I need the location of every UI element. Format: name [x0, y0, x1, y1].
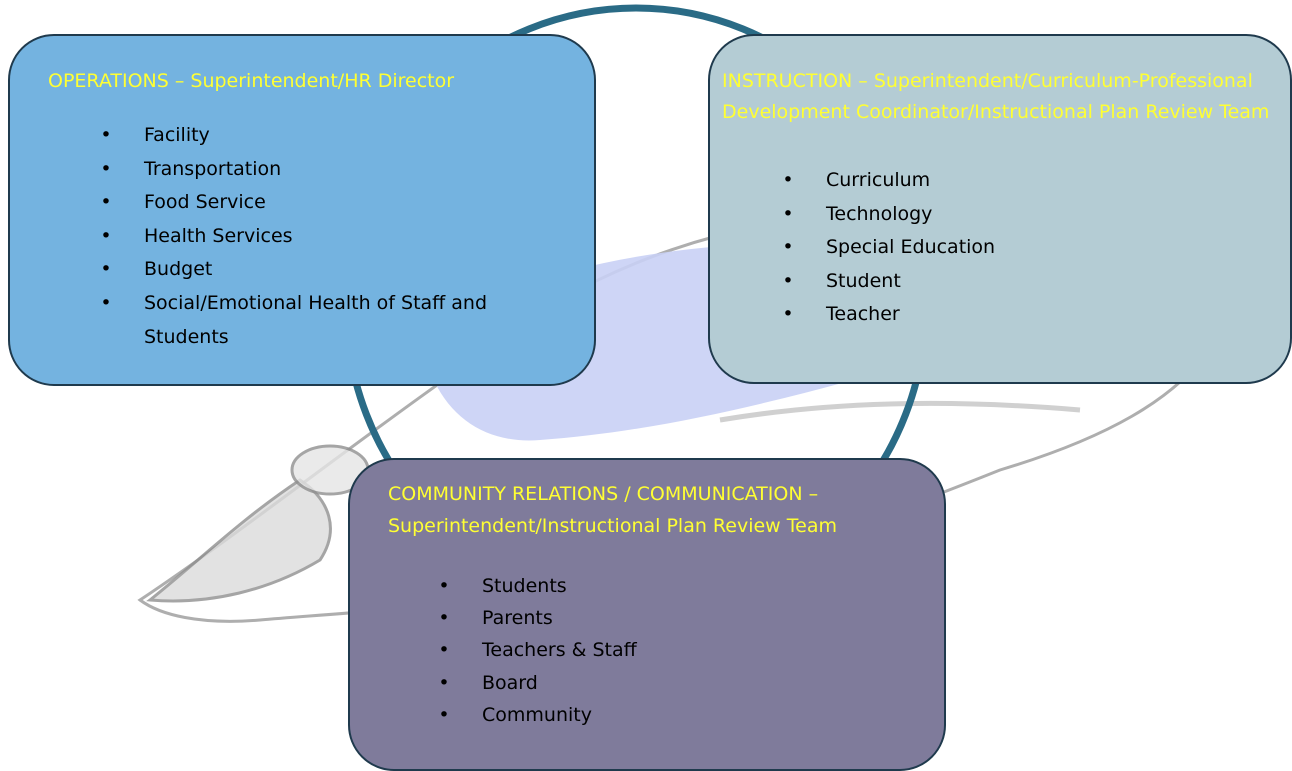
bullet-icon: • [100, 258, 112, 281]
list-item: • Curriculum [782, 164, 1270, 198]
list-item: • Transportation [100, 153, 564, 187]
operations-box: OPERATIONS – Superintendent/HR Director … [8, 34, 596, 386]
list-item: • Technology [782, 198, 1270, 232]
community-list: • Students • Parents • Teachers & Staff • Bo… [438, 570, 924, 731]
bullet-icon: • [100, 157, 112, 180]
list-item-label: Curriculum [826, 169, 931, 191]
instruction-list: • Curriculum • Technology • Special Educati… [782, 164, 1270, 332]
list-item: • Special Education [782, 231, 1270, 265]
bullet-icon: • [438, 639, 450, 662]
bird-beak [146, 478, 332, 603]
list-item: • Facility [100, 119, 564, 153]
list-item-label: Food Service [144, 191, 266, 214]
list-item-label: Transportation [144, 157, 282, 180]
list-item: • Students [438, 570, 924, 602]
list-item: • Social/Emotional Health of Staff and St… [100, 287, 564, 354]
list-item: • Parents [438, 602, 924, 634]
list-item: • Budget [100, 253, 564, 287]
bullet-icon: • [100, 124, 112, 146]
instruction-title: INSTRUCTION – Superintendent/Curriculum-… [722, 70, 1270, 123]
list-item-label: Social/Emotional Health of Staff and Stu… [144, 291, 488, 348]
bullet-icon: • [782, 303, 794, 326]
bullet-icon: • [100, 291, 112, 314]
bullet-icon: • [100, 191, 112, 214]
bullet-icon: • [782, 236, 794, 259]
list-item: • Food Service [100, 186, 564, 220]
bullet-icon: • [782, 169, 794, 191]
bullet-icon: • [100, 224, 112, 247]
list-item: • Teacher [782, 298, 1270, 332]
list-item: • Teachers & Staff [438, 634, 924, 666]
list-item: • Community [438, 699, 924, 731]
bullet-icon: • [438, 575, 450, 597]
bird-neck-stripe [719, 400, 1081, 423]
list-item-label: Parents [482, 607, 553, 630]
list-item-label: Community [482, 703, 592, 726]
list-item: • Student [782, 265, 1270, 299]
list-item-label: Facility [144, 124, 210, 146]
list-item-label: Technology [826, 202, 933, 225]
list-item-label: Board [482, 671, 538, 694]
list-item-label: Teacher [826, 303, 900, 326]
list-item-label: Budget [144, 258, 213, 281]
community-title: COMMUNITY RELATIONS / COMMUNICATION – Su… [388, 483, 837, 537]
bullet-icon: • [438, 703, 450, 726]
list-item-label: Health Services [144, 224, 293, 247]
operations-title: OPERATIONS – Superintendent/HR Director [48, 70, 455, 92]
list-item-label: Special Education [826, 236, 996, 259]
instruction-box: INSTRUCTION – Superintendent/Curriculum-… [708, 34, 1292, 384]
bullet-icon: • [782, 269, 794, 292]
list-item-label: Students [482, 575, 567, 597]
bullet-icon: • [438, 671, 450, 694]
operations-list: •Facility •Transportation •Food Service … [100, 119, 564, 354]
list-item-label: Student [826, 269, 901, 292]
list-item-label: Teachers & Staff [482, 639, 637, 662]
list-item: • Board [438, 667, 924, 699]
list-item: • Health Services [100, 220, 564, 254]
bullet-icon: • [438, 607, 450, 630]
community-box: COMMUNITY RELATIONS / COMMUNICATION – Su… [348, 458, 946, 771]
bullet-icon: • [782, 202, 794, 225]
